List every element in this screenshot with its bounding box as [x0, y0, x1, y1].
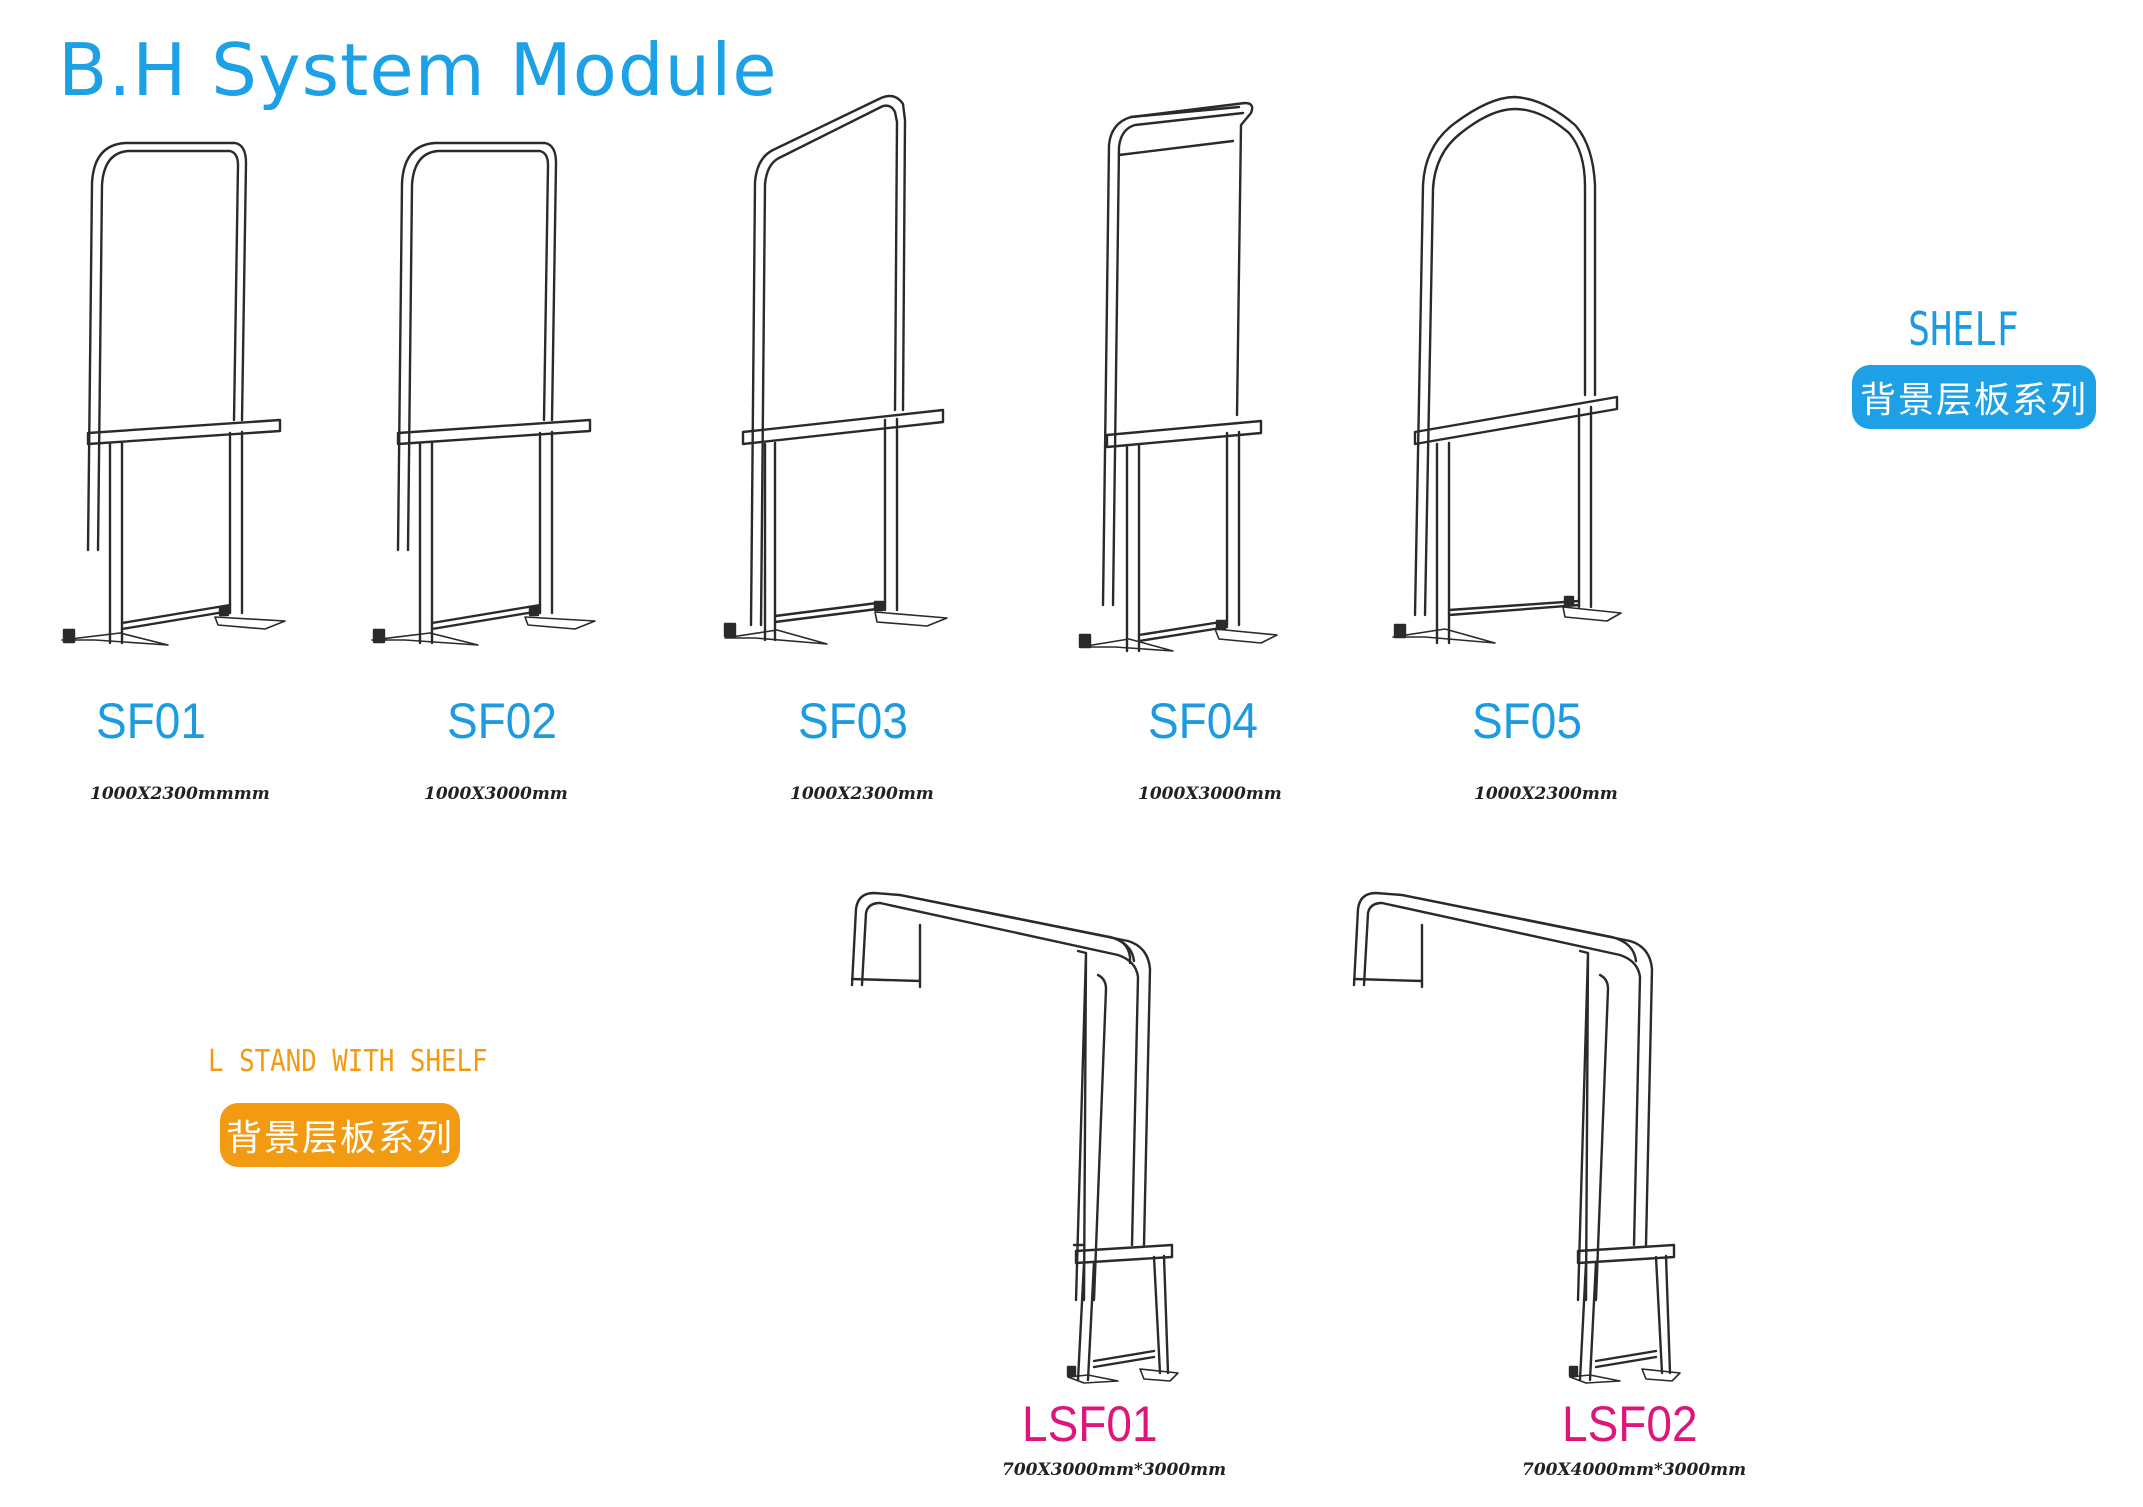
product-code-lsf02: LSF02 — [1562, 1396, 1698, 1452]
sf03-drawing — [723, 94, 948, 645]
product-code-sf01: SF01 — [96, 693, 206, 749]
lsf02-drawing — [1352, 891, 1681, 1384]
product-dims-sf04: 1000X3000mm — [1138, 784, 1282, 804]
product-dims-sf02: 1000X3000mm — [424, 784, 568, 804]
sf01-drawing — [61, 141, 286, 646]
sf04-drawing — [1078, 101, 1278, 653]
product-code-sf03: SF03 — [798, 693, 908, 749]
product-code-sf02: SF02 — [447, 693, 557, 749]
lsf01-drawing — [850, 891, 1179, 1384]
product-code-sf05: SF05 — [1472, 693, 1582, 749]
product-dims-lsf01: 700X3000mm*3000mm — [1002, 1460, 1227, 1480]
l-stand-category-badge: 背景层板系列 — [220, 1103, 460, 1167]
product-dims-sf05: 1000X2300mm — [1474, 784, 1618, 804]
sf02-drawing — [371, 141, 596, 646]
product-dims-sf01: 1000X2300mmmm — [90, 784, 270, 804]
sf05-drawing — [1392, 95, 1622, 645]
product-code-lsf01: LSF01 — [1022, 1396, 1158, 1452]
page-title: B.H System Module — [58, 28, 778, 112]
shelf-category-badge: 背景层板系列 — [1852, 365, 2096, 429]
product-dims-sf03: 1000X2300mm — [790, 784, 934, 804]
product-dims-lsf02: 700X4000mm*3000mm — [1522, 1460, 1747, 1480]
l-stand-category-label: L STAND WITH SHELF — [208, 1044, 488, 1079]
product-code-sf04: SF04 — [1148, 693, 1258, 749]
shelf-category-label: SHELF — [1908, 302, 2019, 356]
